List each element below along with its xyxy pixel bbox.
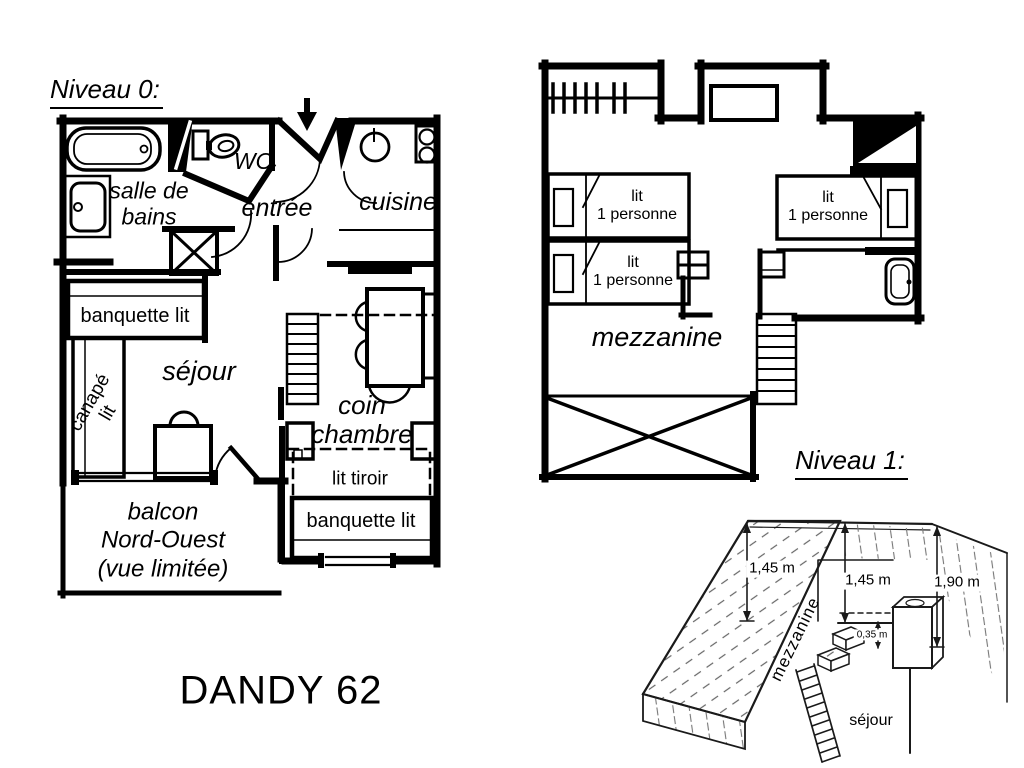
bed-single-1 [546, 172, 691, 240]
room-label-cuisine: cuisine [359, 188, 437, 216]
plan-title: DANDY 62 [179, 668, 383, 713]
label-line: Nord-Ouest [100, 526, 226, 554]
corner-closet-icon [853, 121, 920, 168]
label-line: lit [627, 254, 639, 272]
niveau0-label: Niveau 0: [50, 74, 163, 109]
dashed-lines [287, 313, 437, 499]
kitchen-sink-icon [359, 128, 391, 163]
label-line: coin [338, 389, 386, 420]
bathtub-icon [65, 126, 162, 172]
label-line: balcon [127, 498, 199, 526]
mezzanine-steps [676, 250, 710, 280]
dimension-label-steps: 0,35 m [853, 629, 891, 641]
label-line: chambre [311, 419, 413, 449]
nightstand-left [285, 421, 315, 461]
washbasin-niveau1-icon [884, 257, 916, 306]
wall-fills [168, 98, 412, 274]
dining-table-icon [354, 287, 440, 404]
canape-box [71, 336, 126, 479]
label-line: 1 personne [787, 207, 869, 224]
railing-icon [546, 82, 660, 114]
balcony-door-leaf [227, 444, 263, 484]
staircase-3d [795, 663, 841, 763]
bed-label-3: lit 1 personne [788, 189, 868, 225]
staircase-niveau1 [755, 312, 798, 406]
label-line: salle de [109, 177, 189, 204]
label-line: bains [121, 203, 177, 229]
closet-wall-bar [850, 166, 921, 177]
niveau1-inner-walls [678, 248, 763, 320]
wardrobe-3d [890, 594, 946, 671]
niveau1-walls [538, 59, 925, 483]
stove-icon [414, 124, 439, 164]
closet-x-icon [168, 228, 220, 277]
stool-icon [153, 410, 213, 480]
room-label-coin-chambre: coin chambre [311, 389, 413, 449]
nightstand-right [410, 421, 439, 461]
entry-arrow-shaft [304, 98, 310, 115]
perspective-drawing [641, 519, 1008, 763]
room-label-mezzanine: mezzanine [591, 321, 723, 352]
bed-single-2 [546, 239, 691, 306]
window-mezzanine [709, 84, 779, 122]
room-label-wc: WC [233, 148, 273, 175]
niveau1-plan [538, 59, 925, 483]
label-line: lit [822, 189, 834, 207]
label-line: 1 personne [596, 206, 678, 223]
room-label-sejour: séjour [162, 355, 236, 386]
window-sejour-balcon [71, 470, 218, 485]
washbasin-icon [63, 174, 112, 239]
furniture-label-lit-tiroir: lit tiroir [332, 468, 388, 490]
dimension-label-right: 1,90 m [931, 574, 983, 592]
entry-arrow-icon [297, 112, 317, 131]
void-x-box [539, 391, 759, 482]
label-line: (vue limitée) [97, 555, 229, 583]
label-line: 1 personne [592, 272, 674, 289]
roof-front-band [642, 692, 746, 751]
bed-label-2: lit 1 personne [593, 254, 673, 290]
niveau1-label: Niveau 1: [795, 445, 908, 480]
furniture-label-banquette-top: banquette lit [80, 304, 190, 327]
toilet-icon [191, 129, 241, 161]
room-label-salle-de-bains: salle de bains [109, 177, 189, 230]
window-chambre [318, 553, 396, 568]
balcony-walls [57, 477, 283, 599]
banquette-top-box [65, 278, 207, 341]
label-line: lit [631, 188, 643, 206]
washroom-cabinet [758, 250, 786, 279]
kitchen-counter-bar [348, 266, 412, 274]
room-label-balcon: balcon Nord-Ouest (vue limitée) [98, 499, 229, 584]
staircase-niveau0 [285, 312, 320, 406]
dimension-label-center: 1,45 m [842, 572, 894, 590]
bed-label-1: lit 1 personne [597, 188, 677, 224]
room-label-entree: entrée [241, 194, 313, 222]
perspective-label-sejour: séjour [849, 712, 893, 730]
bed-single-3 [775, 174, 920, 241]
furniture-label-banquette-bottom: banquette lit [306, 509, 416, 532]
niveau0-plan [53, 98, 441, 599]
kitchen-wedge [335, 118, 357, 170]
dimension-label-left: 1,45 m [746, 560, 798, 578]
